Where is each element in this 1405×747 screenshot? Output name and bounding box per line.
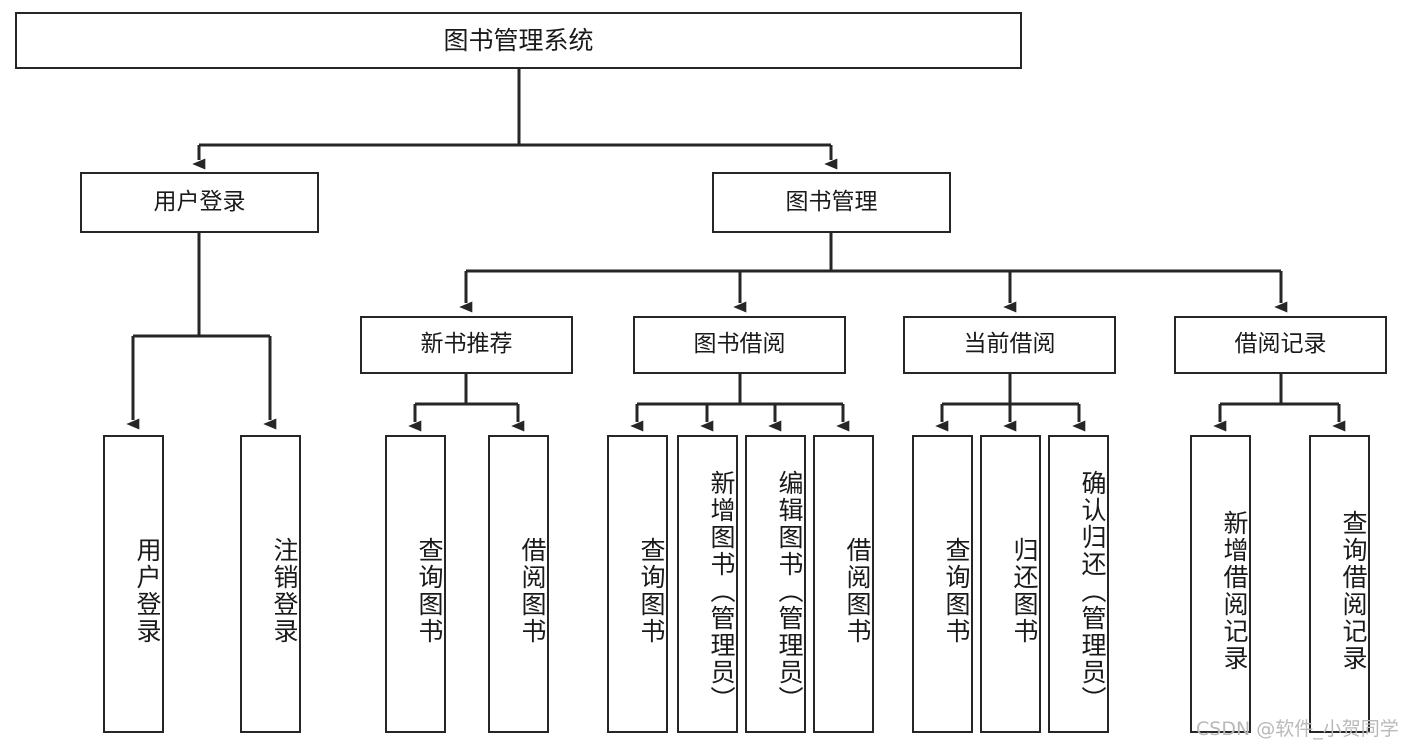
node-new-book-recommend-label: 新书推荐 (420, 331, 513, 358)
leaf-edit-book-admin[interactable]: 编辑图书（管理员） (745, 435, 806, 733)
leaf-borrow-book[interactable]: 借阅图书 (813, 435, 874, 733)
leaf-query-book-recommend[interactable]: 查询图书 (385, 435, 446, 733)
leaf-query-book-current[interactable]: 查询图书 (912, 435, 973, 733)
node-user-login-label: 用户登录 (153, 188, 246, 215)
leaf-query-borrow-record-label: 查询借阅记录 (1339, 510, 1368, 672)
node-user-login[interactable]: 用户登录 (80, 172, 319, 233)
node-current-borrow[interactable]: 当前借阅 (903, 316, 1116, 374)
leaf-query-book-borrow[interactable]: 查询图书 (607, 435, 668, 733)
leaf-confirm-return-admin-label: 确认归还（管理员） (1078, 469, 1107, 713)
leaf-query-book-borrow-label: 查询图书 (637, 537, 666, 645)
leaf-return-book[interactable]: 归还图书 (980, 435, 1041, 733)
leaf-add-borrow-record[interactable]: 新增借阅记录 (1190, 435, 1251, 733)
leaf-user-logout[interactable]: 注销登录 (240, 435, 301, 733)
leaf-edit-book-admin-label: 编辑图书（管理员） (775, 469, 804, 713)
leaf-add-borrow-record-label: 新增借阅记录 (1220, 510, 1249, 672)
leaf-user-logout-label: 注销登录 (270, 537, 299, 645)
leaf-borrow-book-label: 借阅图书 (843, 537, 872, 645)
leaf-borrow-book-recommend-label: 借阅图书 (518, 537, 547, 645)
leaf-return-book-label: 归还图书 (1010, 537, 1039, 645)
leaf-add-book-admin[interactable]: 新增图书（管理员） (677, 435, 738, 733)
node-root-label: 图书管理系统 (443, 25, 594, 55)
node-new-book-recommend[interactable]: 新书推荐 (360, 316, 573, 374)
node-current-borrow-label: 当前借阅 (963, 331, 1056, 358)
node-book-management-label: 图书管理 (785, 188, 878, 215)
node-book-borrow-label: 图书借阅 (693, 331, 786, 358)
node-borrow-records-label: 借阅记录 (1234, 331, 1327, 358)
leaf-add-book-admin-label: 新增图书（管理员） (707, 469, 736, 713)
leaf-user-login[interactable]: 用户登录 (103, 435, 164, 733)
leaf-borrow-book-recommend[interactable]: 借阅图书 (488, 435, 549, 733)
node-borrow-records[interactable]: 借阅记录 (1174, 316, 1387, 374)
leaf-confirm-return-admin[interactable]: 确认归还（管理员） (1048, 435, 1109, 733)
leaf-query-book-current-label: 查询图书 (942, 537, 971, 645)
leaf-query-borrow-record[interactable]: 查询借阅记录 (1309, 435, 1370, 733)
csdn-watermark: CSDN @软件_小贺同学 (1196, 718, 1399, 740)
node-book-borrow[interactable]: 图书借阅 (633, 316, 846, 374)
leaf-user-login-label: 用户登录 (133, 537, 162, 645)
node-book-management[interactable]: 图书管理 (712, 172, 951, 233)
leaf-query-book-recommend-label: 查询图书 (415, 537, 444, 645)
node-root[interactable]: 图书管理系统 (15, 12, 1022, 69)
